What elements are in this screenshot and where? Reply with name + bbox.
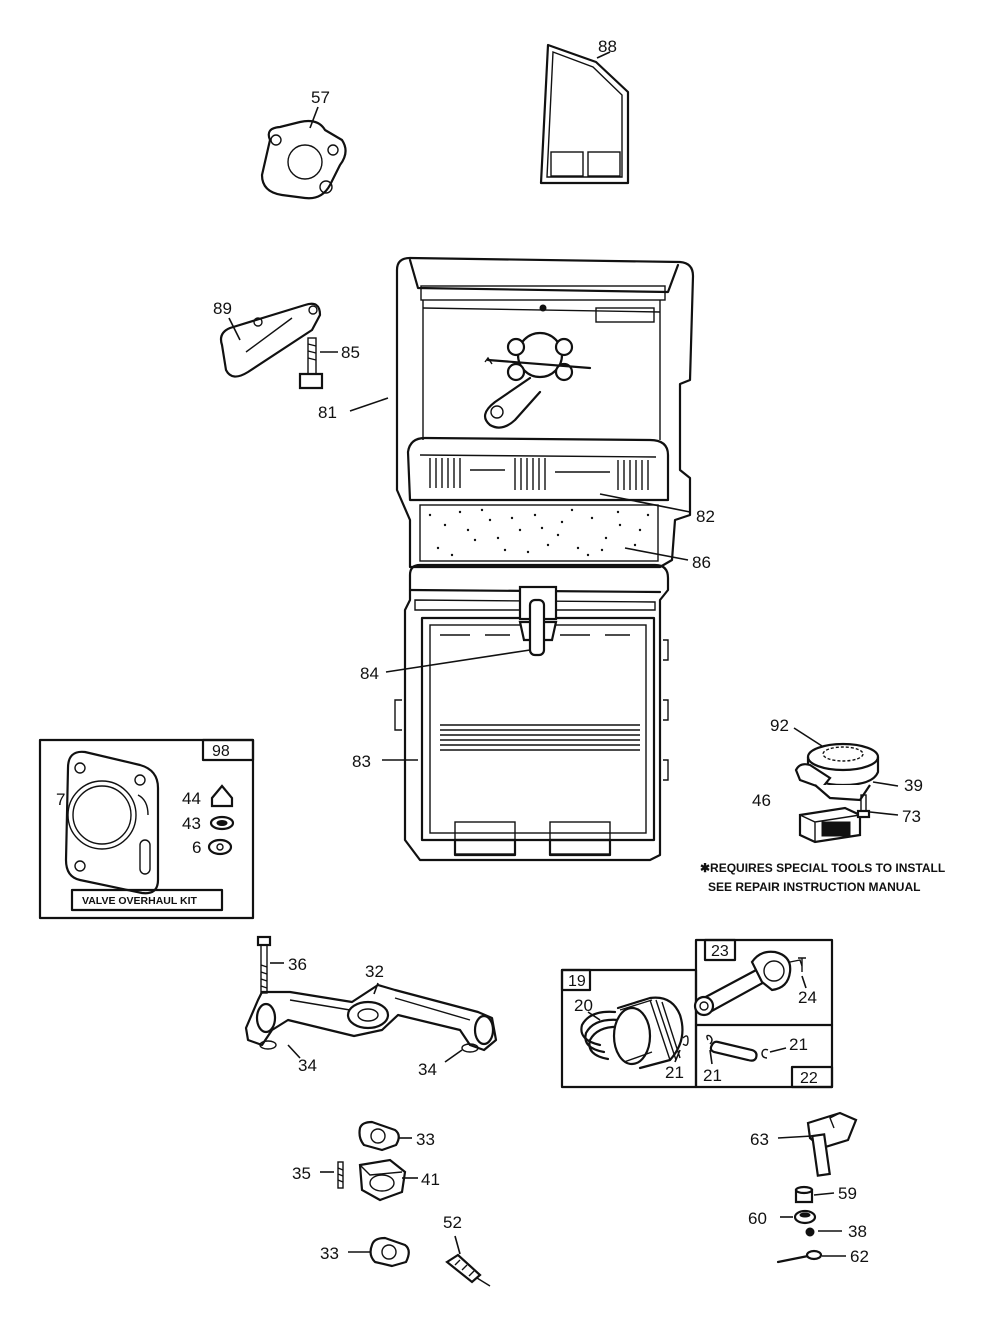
- leader-34a: [287, 1044, 301, 1059]
- part-60-gear: [780, 1209, 817, 1225]
- part-24-bolt: [798, 957, 806, 972]
- leader-24: [801, 975, 807, 989]
- part-35-screw: [320, 1161, 344, 1189]
- part-62-link: [776, 1249, 846, 1264]
- callout-84: 84: [360, 664, 379, 683]
- leader-81: [349, 397, 389, 412]
- callout-39: 39: [904, 776, 923, 795]
- callout-33b: 33: [320, 1244, 339, 1263]
- kit-callout-7: 7: [56, 790, 65, 809]
- part-84-knob: [518, 585, 558, 657]
- piston-group-box: 19 23 22 20 21 24: [560, 938, 834, 1089]
- callout-34b: 34: [418, 1060, 437, 1079]
- special-tools-note-line2: SEE REPAIR INSTRUCTION MANUAL: [708, 880, 920, 894]
- part-21a-clip: [682, 1035, 689, 1047]
- part-20-piston-rings: [580, 996, 684, 1070]
- part-22-piston-pin: [706, 1034, 787, 1065]
- kit-title: VALVE OVERHAUL KIT: [82, 895, 198, 907]
- part-33a-gasket: [358, 1120, 412, 1152]
- special-tools-note-line1: ✱REQUIRES SPECIAL TOOLS TO INSTALL: [700, 861, 945, 875]
- part-46-block: [798, 806, 862, 844]
- box-23-number: 23: [711, 943, 729, 960]
- callout-57: 57: [311, 88, 330, 107]
- leader-84: [385, 649, 531, 673]
- callout-73: 73: [902, 807, 921, 826]
- callout-52: 52: [443, 1213, 462, 1232]
- part-59-sleeve: [794, 1185, 835, 1204]
- part-81-air-cleaner-base: [395, 256, 695, 569]
- part-41-spacer: [358, 1158, 418, 1202]
- kit-callout-43: 43: [182, 814, 201, 833]
- callout-85: 85: [341, 343, 360, 362]
- callout-38: 38: [848, 1222, 867, 1241]
- callout-89: 89: [213, 299, 232, 318]
- box-19-number: 19: [568, 973, 586, 990]
- part-82-pre-cleaner: [406, 436, 670, 502]
- callout-24: 24: [798, 988, 817, 1007]
- leader-82: [599, 493, 691, 513]
- part-21c-clip: [761, 1048, 769, 1059]
- callout-32: 32: [365, 962, 384, 981]
- callout-20: 20: [574, 996, 593, 1015]
- leader-39: [872, 781, 899, 787]
- callout-41: 41: [421, 1170, 440, 1189]
- part-32-manifold: [244, 982, 498, 1053]
- callout-92: 92: [770, 716, 789, 735]
- callout-86: 86: [692, 553, 711, 572]
- callout-82: 82: [696, 507, 715, 526]
- kit-98-box: 98 7 44 43 6 VALVE OVERHAUL KIT: [38, 738, 255, 920]
- leader-21a: [674, 1049, 681, 1063]
- callout-21c: 21: [789, 1035, 808, 1054]
- callout-34a: 34: [298, 1056, 317, 1075]
- part-21b-clip: [706, 1034, 713, 1045]
- kit-callout-44: 44: [182, 789, 201, 808]
- part-89-cover: [219, 302, 322, 378]
- callout-83: 83: [352, 752, 371, 771]
- callout-21a: 21: [665, 1063, 684, 1082]
- part-44-seal: [210, 784, 234, 808]
- part-92-rotor: [793, 727, 880, 802]
- callout-81: 81: [318, 403, 337, 422]
- callout-46: 46: [752, 791, 771, 810]
- part-73-screw: [856, 794, 899, 819]
- part-85-bolt: [298, 337, 338, 390]
- leader-34b: [444, 1049, 463, 1063]
- kit-cylinder-head-gasket: [64, 750, 160, 895]
- part-86-filter-element: [419, 504, 659, 562]
- part-88-gasket: [539, 43, 630, 185]
- leader-86: [624, 547, 689, 561]
- callout-21b: 21: [703, 1066, 722, 1085]
- kit-callout-6: 6: [192, 838, 201, 857]
- callout-59: 59: [838, 1184, 857, 1203]
- callout-63: 63: [750, 1130, 769, 1149]
- kit-98-number: 98: [212, 743, 230, 760]
- callout-88: 88: [598, 37, 617, 56]
- callout-60: 60: [748, 1209, 767, 1228]
- callout-33a: 33: [416, 1130, 435, 1149]
- part-6-seal: [207, 838, 233, 856]
- part-33b-gasket: [348, 1236, 410, 1268]
- part-24-connecting-rod: [693, 950, 803, 1017]
- callout-35: 35: [292, 1164, 311, 1183]
- part-52-plug: [445, 1235, 491, 1287]
- part-36-bolt: [256, 935, 284, 994]
- part-57-gasket: [260, 106, 347, 200]
- callout-62: 62: [850, 1247, 869, 1266]
- box-22-number: 22: [800, 1070, 818, 1087]
- part-38-ball: [805, 1227, 842, 1237]
- callout-36: 36: [288, 955, 307, 974]
- part-63-governor-shaft: [777, 1111, 858, 1177]
